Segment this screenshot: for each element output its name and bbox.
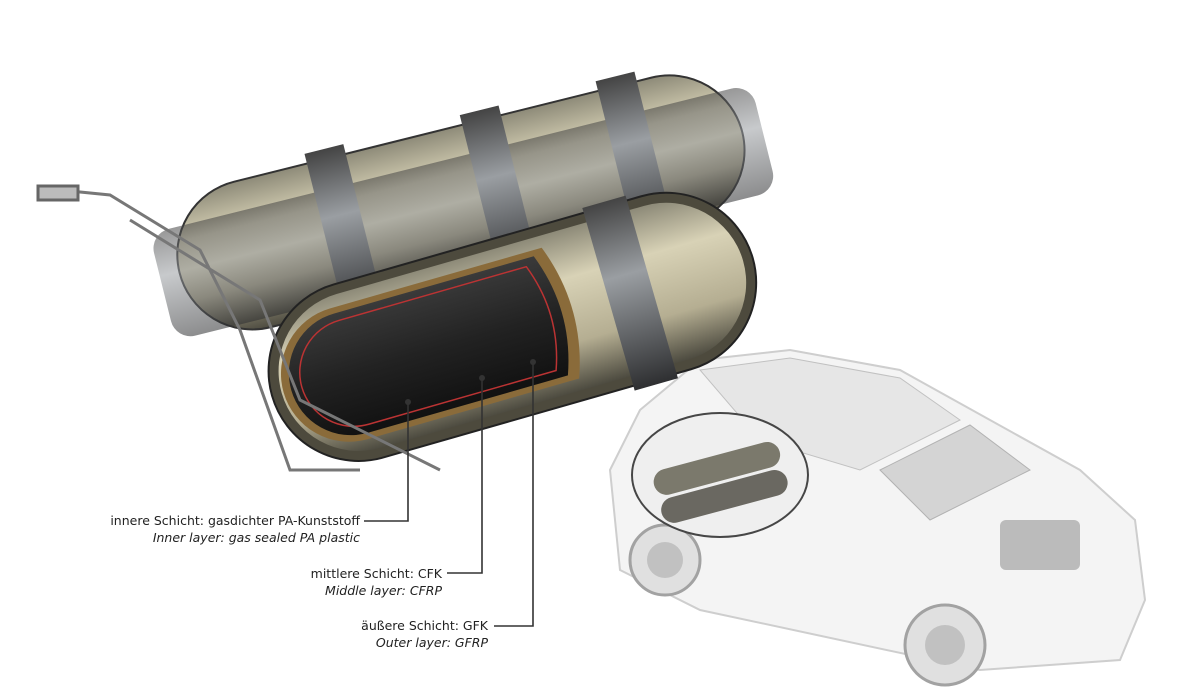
leader-middle [447, 378, 483, 574]
label-outer-layer: äußere Schicht: GFK Outer layer: GFRP [361, 617, 488, 651]
label-middle-layer: mittlere Schicht: CFK Middle layer: CFRP [311, 565, 442, 599]
label-middle-de: mittlere Schicht: CFK [310, 566, 442, 581]
inner-liner [299, 265, 558, 428]
label-inner-en: Inner layer: gas sealed PA plastic [152, 530, 360, 545]
leader-outer [494, 362, 534, 627]
valve-and-pipes [36, 184, 441, 472]
label-middle-en: Middle layer: CFRP [325, 583, 442, 598]
strap [582, 195, 678, 391]
middle-layer-cut [288, 256, 569, 436]
rear-tank [153, 71, 774, 337]
leader-inner [364, 402, 409, 522]
label-inner-de: innere Schicht: gasdichter PA-Kunststoff [110, 513, 360, 528]
label-outer-de: äußere Schicht: GFK [361, 618, 488, 633]
car-illustration [608, 348, 1147, 687]
front-tank [267, 191, 758, 462]
label-outer-en: Outer layer: GFRP [375, 635, 488, 650]
label-inner-layer: innere Schicht: gasdichter PA-Kunststoff… [110, 512, 360, 546]
leader-lines [364, 362, 534, 627]
